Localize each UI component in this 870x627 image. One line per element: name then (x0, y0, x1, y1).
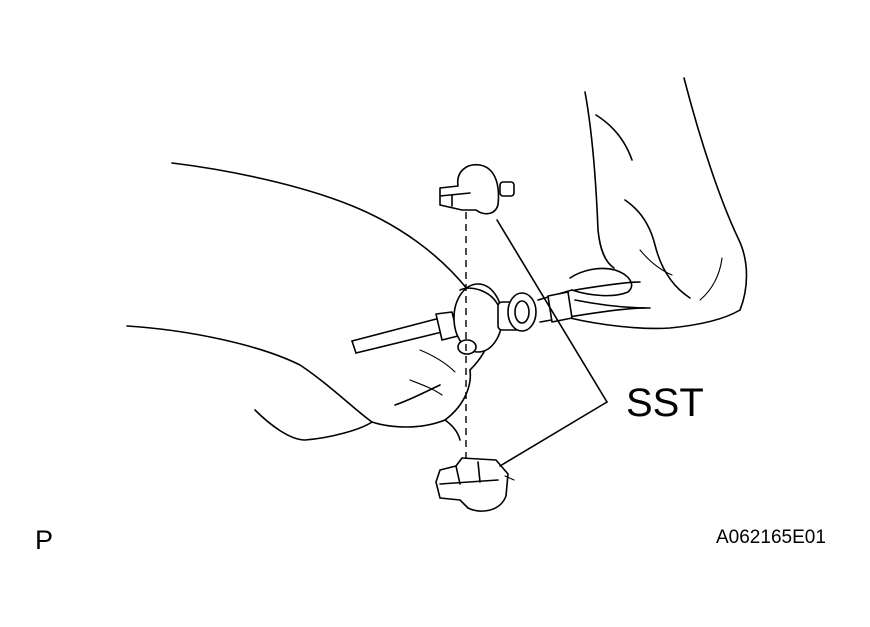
view-letter-label: P (35, 525, 54, 555)
sst-label: SST (626, 381, 704, 425)
right-hand (569, 77, 748, 330)
left-hand (126, 162, 491, 441)
figure-code-label: A062165E01 (716, 527, 826, 548)
cable-assembly (453, 281, 646, 355)
screwdriver (351, 311, 459, 354)
sst-leader-lines (496, 219, 608, 467)
sst-upper-piece (439, 163, 515, 215)
sst-lower-piece (435, 457, 515, 512)
